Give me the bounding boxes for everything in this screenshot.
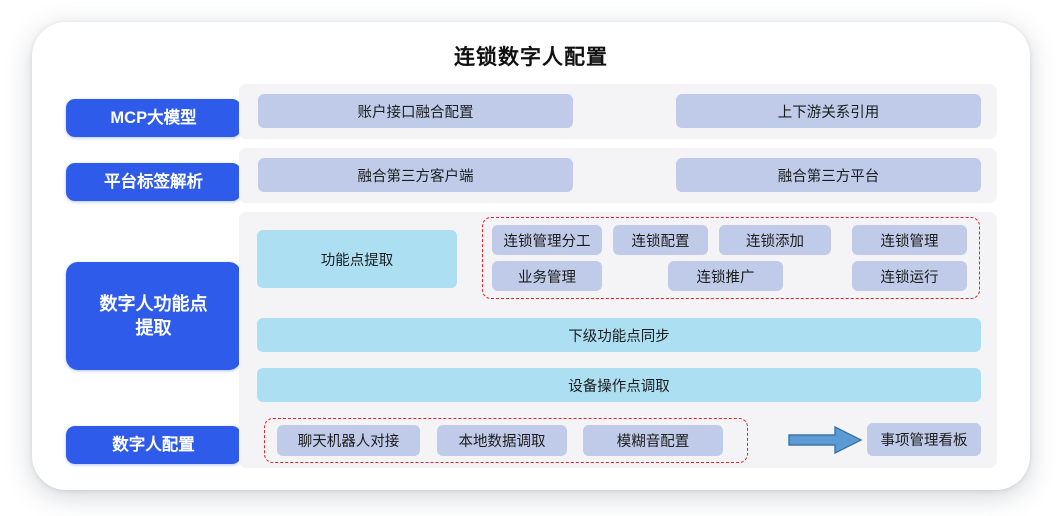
chip-label: 业务管理 — [518, 269, 576, 286]
rail-item-platform-tag[interactable]: 平台标签解析 — [66, 163, 241, 201]
section-panel-feature-extract: 功能点提取 连锁管理分工 连锁配置 连锁添加 连锁管理 业务管理 — [239, 212, 997, 427]
chip-device-operation-fetch[interactable]: 设备操作点调取 — [257, 368, 981, 402]
chip-chain-config[interactable]: 连锁配置 — [613, 225, 708, 255]
section-panel-digital-human-config: 聊天机器人对接 本地数据调取 模糊音配置 事项管理看板 — [239, 412, 997, 468]
chip-label: 聊天机器人对接 — [297, 434, 400, 450]
chip-label: 连锁管理分工 — [503, 233, 591, 250]
chip-chain-add[interactable]: 连锁添加 — [719, 225, 831, 255]
main-card: 连锁数字人配置 MCP大模型 平台标签解析 数字人功能点 提取 数字人配置 账户… — [32, 22, 1030, 490]
rail-item-mcp[interactable]: MCP大模型 — [66, 99, 241, 137]
chip-merge-third-party-platform[interactable]: 融合第三方平台 — [676, 158, 981, 192]
rail-item-platform-tag-label: 平台标签解析 — [104, 172, 203, 191]
chip-upstream-downstream-reference[interactable]: 上下游关系引用 — [676, 94, 981, 128]
chip-task-management-board[interactable]: 事项管理看板 — [867, 423, 981, 456]
rail-item-digital-human-config-label: 数字人配置 — [112, 435, 195, 454]
chip-chain-management-division[interactable]: 连锁管理分工 — [492, 225, 602, 255]
chip-sub-feature-sync[interactable]: 下级功能点同步 — [257, 318, 981, 352]
chip-label: 连锁运行 — [880, 269, 939, 286]
chip-chain-operation[interactable]: 连锁运行 — [852, 261, 967, 291]
dashed-group-config-inputs: 聊天机器人对接 本地数据调取 模糊音配置 — [264, 418, 748, 463]
chip-chain-management[interactable]: 连锁管理 — [852, 225, 967, 255]
chip-label: 上下游关系引用 — [777, 104, 880, 121]
chip-feature-point-extract[interactable]: 功能点提取 — [257, 230, 457, 288]
chip-account-interface-config[interactable]: 账户接口融合配置 — [258, 94, 573, 128]
section-panel-platform-tag: 融合第三方客户端 融合第三方平台 — [239, 148, 997, 203]
chip-label: 功能点提取 — [320, 252, 394, 269]
dashed-group-chain-features: 连锁管理分工 连锁配置 连锁添加 连锁管理 业务管理 连锁推广 — [482, 217, 980, 299]
chip-label: 连锁推广 — [696, 269, 755, 286]
chip-label: 融合第三方平台 — [777, 168, 880, 185]
chip-label: 事项管理看板 — [880, 433, 968, 449]
rail-item-feature-extract-line2: 提取 — [135, 318, 172, 338]
chip-fuzzy-audio-config[interactable]: 模糊音配置 — [583, 425, 723, 456]
section-panel-mcp: 账户接口融合配置 上下游关系引用 — [239, 84, 997, 139]
chip-label: 模糊音配置 — [616, 434, 690, 450]
chip-business-management[interactable]: 业务管理 — [492, 261, 602, 291]
chip-chain-promotion[interactable]: 连锁推广 — [668, 261, 783, 291]
chip-label: 连锁配置 — [631, 233, 690, 250]
rail-item-mcp-label: MCP大模型 — [110, 108, 197, 127]
chip-label: 设备操作点调取 — [568, 378, 670, 395]
chip-label: 账户接口融合配置 — [357, 104, 474, 121]
rail-item-feature-extract[interactable]: 数字人功能点 提取 — [66, 262, 241, 370]
chip-label: 本地数据调取 — [458, 434, 546, 450]
rail-item-feature-extract-label: 数字人功能点 提取 — [100, 292, 208, 341]
chip-label: 连锁管理 — [880, 233, 939, 250]
chip-label: 连锁添加 — [746, 233, 804, 250]
page-title: 连锁数字人配置 — [454, 46, 608, 69]
chip-chatbot-integration[interactable]: 聊天机器人对接 — [277, 425, 420, 456]
arrow-right-icon — [787, 425, 863, 455]
chip-label: 下级功能点同步 — [568, 328, 670, 345]
chip-label: 融合第三方客户端 — [357, 168, 474, 185]
rail-item-feature-extract-line1: 数字人功能点 — [99, 293, 208, 314]
rail-item-digital-human-config[interactable]: 数字人配置 — [66, 426, 241, 464]
chip-merge-third-party-client[interactable]: 融合第三方客户端 — [258, 158, 573, 192]
chip-local-data-fetch[interactable]: 本地数据调取 — [437, 425, 567, 456]
